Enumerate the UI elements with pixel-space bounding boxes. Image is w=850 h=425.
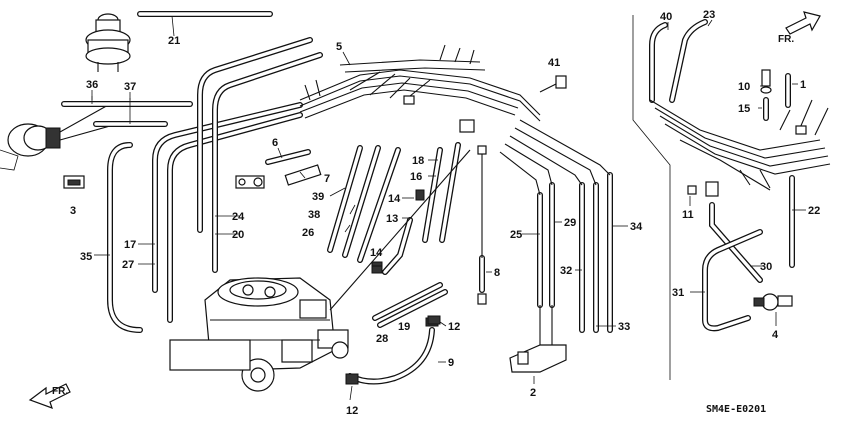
inset-bolt-11 [687,181,719,197]
callout-29: 29 [564,217,576,229]
callout-1: 1 [800,79,806,91]
front-arrow-right: FR. [778,11,821,45]
hose-9 [345,317,439,385]
inset-harness [649,99,831,191]
callout-31: 31 [672,287,684,299]
callout-33: 33 [618,321,630,333]
wire-bundle-right [499,119,611,196]
inset-divider [632,15,671,380]
callout-11: 11 [682,209,694,221]
callout-21: 21 [168,35,180,47]
leader-lines [91,15,806,401]
callout-12b: 12 [346,405,358,417]
callouts: 21 36 37 3 5 6 7 39 38 26 18 16 14 13 14… [70,9,820,417]
inset-parts-10-15-1 [760,69,791,121]
callout-36: 36 [86,79,98,91]
callout-41: 41 [548,57,560,69]
hose-25-29 [537,182,555,308]
callout-22: 22 [808,205,820,217]
vacuum-tank-2 [509,305,567,373]
hose-17-27 [152,102,303,323]
callout-15: 15 [738,103,750,115]
callout-14b: 14 [370,247,383,259]
callout-18: 18 [412,155,424,167]
hose-35 [107,142,143,333]
bolt-41 [539,75,567,93]
callout-12a: 12 [448,321,460,333]
callout-32: 32 [560,265,572,277]
callout-5: 5 [336,41,342,53]
callout-19: 19 [398,321,410,333]
hose-8 [477,145,487,305]
callout-25: 25 [510,229,522,241]
hose-harness-main [299,44,541,133]
callout-4: 4 [772,329,779,341]
callout-10: 10 [738,81,750,93]
callout-20: 20 [232,229,244,241]
callout-26: 26 [302,227,314,239]
hose-36-37 [61,96,193,127]
callout-17: 17 [124,239,136,251]
callout-14a: 14 [388,193,401,205]
callout-7: 7 [324,173,330,185]
callout-27: 27 [122,259,134,271]
callout-30: 30 [760,261,772,273]
callout-39: 39 [312,191,324,203]
hose-24-20 [197,37,323,273]
front-label-right: FR. [778,34,794,45]
vacuum-diaphragm [85,13,131,72]
inset-hose-40-23 [649,19,708,103]
carburetor-assembly [169,277,349,392]
callout-40: 40 [660,11,672,23]
callout-28: 28 [376,333,388,345]
hose-32-34-33 [579,172,613,333]
clip-12-right [427,315,441,325]
callout-3: 3 [70,205,76,217]
callout-23: 23 [703,9,715,21]
callout-6: 6 [272,137,278,149]
inset-valve-4 [753,293,793,311]
hose-39-38-26 [327,145,401,263]
callout-38: 38 [308,209,320,221]
callout-35: 35 [80,251,92,263]
callout-8: 8 [494,267,500,279]
callout-16: 16 [410,171,422,183]
callout-34: 34 [630,221,643,233]
clip-14-lower [371,265,383,274]
hose-6-7 [235,149,322,189]
callout-37: 37 [124,81,136,93]
callout-2: 2 [530,387,536,399]
hose-16-18 [422,142,461,243]
callout-13: 13 [386,213,398,225]
diagram-code: SM4E-E0201 [706,404,766,415]
front-arrow-left: FR. [28,383,71,409]
control-valve-left [0,103,111,171]
callout-24: 24 [232,211,245,223]
inset-hose-30-31 [702,202,763,332]
hose-28-19 [329,149,471,328]
callout-9: 9 [448,357,454,369]
bracket-3 [63,175,85,189]
front-label-left: FR. [52,386,68,397]
